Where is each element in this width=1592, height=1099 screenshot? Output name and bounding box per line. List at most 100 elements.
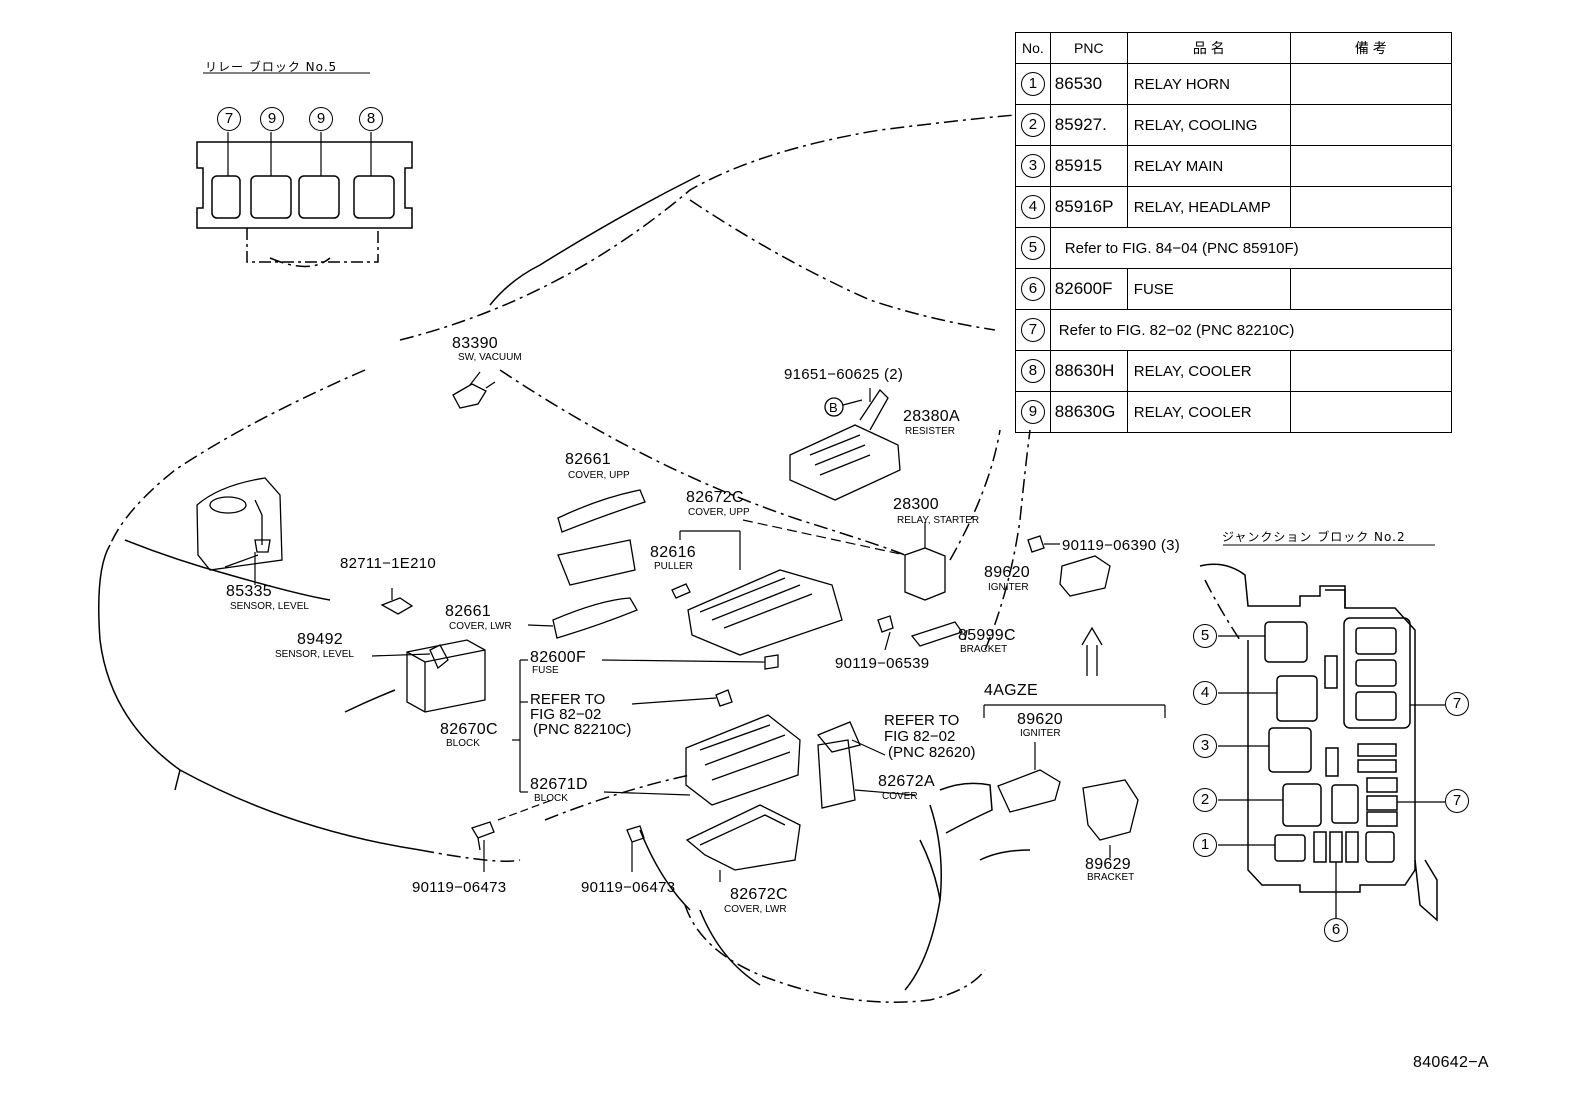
row-note [1289,104,1452,146]
header-name: 品 名 [1126,32,1291,64]
table-row: 2 85927. RELAY, COOLING [1015,104,1452,146]
callout-refer-82210c-line3: (PNC 82210C) [533,721,632,738]
junction-position-marker: 3 [1193,734,1217,758]
callout-refer-82620-line2: FIG 82−02 [884,728,956,745]
junction-position-marker: 4 [1193,681,1217,705]
callout-82671d-pnc: 82671D [530,776,588,793]
callout-91651-pnc: 91651−60625 (2) [784,366,904,383]
row-number: 3 [1020,154,1045,178]
junction-position-marker: 1 [1193,833,1217,857]
callout-89620-lower-desc: IGNITER [1020,728,1061,739]
row-note [1289,350,1452,392]
row-pnc: 85916P [1049,186,1128,228]
callout-89620-lower-pnc: 89620 [1017,711,1063,728]
row-number: 9 [1020,400,1045,424]
junction-leader-lines [1218,544,1445,918]
callout-refer-82210c-line1: REFER TO [530,691,606,708]
row-name: RELAY MAIN [1126,145,1291,187]
relay-position-marker: 9 [309,107,333,131]
row-pnc: 88630H [1049,350,1128,392]
row-pnc: 85915 [1049,145,1128,187]
callout-83390-pnc: 83390 [452,335,498,352]
callout-28380a-pnc: 28380A [903,408,960,425]
row-number: 6 [1020,277,1045,301]
callout-82672c-upper-pnc: 82672C [686,489,744,506]
row-number: 8 [1020,359,1045,383]
callout-82670c-pnc: 82670C [440,721,498,738]
callout-89492-desc: SENSOR, LEVEL [275,649,354,660]
callout-90119-06473-right: 90119−06473 [581,879,676,896]
figure-code: 840642−A [1413,1054,1489,1071]
row-pnc: 88630G [1049,391,1128,433]
row-name: FUSE [1126,268,1291,310]
callout-82661-upper-pnc: 82661 [565,451,611,468]
row-number: 5 [1020,236,1045,260]
callout-82711-pnc: 82711−1E210 [340,555,437,572]
relay-position-marker: 7 [217,107,241,131]
table-row: 8 88630H RELAY, COOLER [1015,350,1452,392]
header-pnc: PNC [1049,32,1128,64]
row-note [1289,186,1452,228]
junction-position-marker: 7 [1445,789,1469,813]
callout-82672c-lower-desc: COVER, LWR [724,904,787,915]
table-row: 1 86530 RELAY HORN [1015,63,1452,105]
row-name: RELAY, COOLING [1126,104,1291,146]
callout-82600f-desc: FUSE [532,665,559,676]
row-name: RELAY, COOLER [1126,391,1291,433]
junction-position-marker: 5 [1193,624,1217,648]
callout-90119-06390: 90119−06390 (3) [1062,537,1181,554]
callout-83390-desc: SW, VACUUM [458,352,522,363]
row-reference: Refer to FIG. 84−04 (PNC 85910F) [1049,227,1452,269]
callout-b-marker: B [829,400,838,415]
header-note: 備 考 [1289,32,1452,64]
junction-position-marker: 7 [1445,692,1469,716]
callout-82670c-desc: BLOCK [446,738,480,749]
header-no: No. [1015,32,1051,64]
row-name: RELAY HORN [1126,63,1291,105]
callout-82672c-upper-desc: COVER, UPP [688,507,750,518]
relay-block-no5-drawing [196,72,413,263]
callout-82616-desc: PULLER [654,561,693,572]
relay-position-marker: 9 [260,107,284,131]
callout-leader-lines [224,371,1166,882]
callout-82671d-desc: BLOCK [534,793,568,804]
callout-85999c-desc: BRACKET [960,644,1008,655]
junction-block-title: ジャンクション ブロック No.2 [1222,530,1406,544]
relay-block-title: リレー ブロック No.5 [205,60,338,74]
callout-82672a-pnc: 82672A [878,773,935,790]
callout-85335-desc: SENSOR, LEVEL [230,601,309,612]
callout-82672c-lower-pnc: 82672C [730,886,788,903]
junction-position-marker: 2 [1193,788,1217,812]
row-pnc: 82600F [1049,268,1128,310]
row-number: 1 [1020,72,1045,96]
row-note [1289,63,1452,105]
component-drawings [196,381,1139,871]
callout-82600f-pnc: 82600F [530,649,587,666]
row-number: 2 [1020,113,1045,137]
relay-position-marker: 8 [359,107,383,131]
callout-28380a-desc: RESISTER [905,426,956,437]
callout-90119-06539: 90119−06539 [835,655,930,672]
row-note [1289,268,1452,310]
b-marker-circle [824,397,844,417]
callout-82661-upper-desc: COVER, UPP [568,470,630,481]
junction-position-marker: 6 [1324,918,1348,942]
callout-89629-pnc: 89629 [1085,856,1131,873]
callout-89620-upper-pnc: 89620 [984,564,1030,581]
table-row: 6 82600F FUSE [1015,268,1452,310]
row-note [1289,145,1452,187]
callout-82661-lower-desc: COVER, LWR [449,621,512,632]
callout-89492-pnc: 89492 [297,631,343,648]
callout-28300-desc: RELAY, STARTER [897,515,980,526]
callout-82661-lower-pnc: 82661 [445,603,491,620]
row-pnc: 86530 [1049,63,1128,105]
callout-82616-pnc: 82616 [650,544,696,561]
table-row: 7 Refer to FIG. 82−02 (PNC 82210C) [1015,309,1452,351]
row-number: 7 [1020,318,1045,342]
table-row: 4 85916P RELAY, HEADLAMP [1015,186,1452,228]
callout-90119-06473-left: 90119−06473 [412,879,507,896]
callout-refer-82210c-line2: FIG 82−02 [530,706,602,723]
table-header-row: No. PNC 品 名 備 考 [1015,32,1452,64]
callout-28300-pnc: 28300 [893,496,939,513]
